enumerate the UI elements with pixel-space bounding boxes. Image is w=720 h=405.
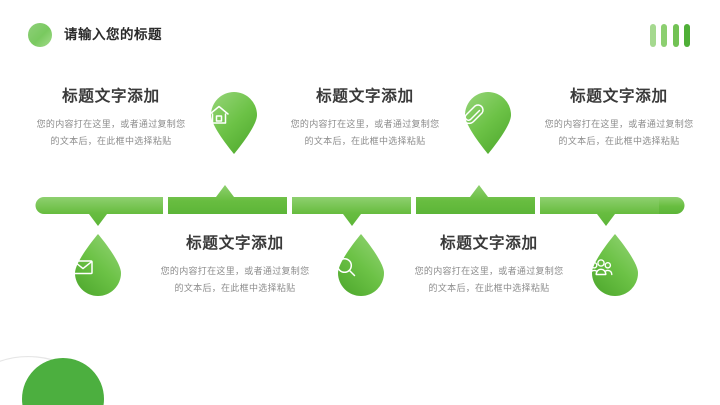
block-title: 标题文字添加 [186, 235, 284, 252]
content-block-3: 标题文字添加 您的内容打在这里，或者通过复制您的文本后，在此框中选择粘贴 [276, 86, 454, 150]
pin-marker-envelope[interactable] [71, 233, 125, 299]
block-title: 标题文字添加 [570, 88, 668, 105]
timeline-bar [35, 185, 685, 226]
home-icon [207, 103, 261, 127]
timeline-segment-5 [540, 197, 659, 226]
block-body: 您的内容打在这里，或者通过复制您的文本后，在此框中选择粘贴 [36, 119, 186, 146]
content-block-2: 标题文字添加 您的内容打在这里，或者通过复制您的文本后，在此框中选择粘贴 [146, 233, 324, 297]
content-block-1: 标题文字添加 您的内容打在这里，或者通过复制您的文本后，在此框中选择粘贴 [22, 86, 200, 150]
pin-marker-home[interactable] [207, 89, 261, 155]
block-body: 您的内容打在这里，或者通过复制您的文本后，在此框中选择粘贴 [544, 119, 694, 146]
block-title: 标题文字添加 [440, 235, 538, 252]
header-bullet-icon [28, 23, 52, 47]
pin-marker-magnifier[interactable] [334, 233, 388, 299]
pin-marker-paperclip[interactable] [461, 89, 515, 155]
decorative-bar-2 [661, 24, 668, 47]
timeline-segment-3 [292, 197, 411, 226]
content-block-4: 标题文字添加 您的内容打在这里，或者通过复制您的文本后，在此框中选择粘贴 [400, 233, 578, 297]
timeline-segment-4 [416, 185, 535, 214]
page-title: 请输入您的标题 [64, 27, 162, 42]
block-body: 您的内容打在这里，或者通过复制您的文本后，在此框中选择粘贴 [414, 266, 564, 293]
decorative-bar-3 [672, 24, 679, 47]
decorative-bar-1 [650, 24, 656, 47]
decorative-bar-4 [683, 24, 690, 47]
paperclip-icon [461, 103, 515, 127]
block-title: 标题文字添加 [62, 88, 160, 105]
timeline-segment-1 [35, 197, 163, 226]
magnifier-icon [334, 255, 388, 279]
envelope-icon [71, 255, 125, 279]
timeline-segment-2 [168, 185, 287, 214]
people-group-icon [588, 255, 642, 281]
content-block-5: 标题文字添加 您的内容打在这里，或者通过复制您的文本后，在此框中选择粘贴 [530, 86, 708, 150]
timeline-segment-6 [659, 197, 685, 214]
block-title: 标题文字添加 [316, 88, 414, 105]
decorative-bars [650, 24, 690, 47]
block-body: 您的内容打在这里，或者通过复制您的文本后，在此框中选择粘贴 [160, 266, 310, 293]
block-body: 您的内容打在这里，或者通过复制您的文本后，在此框中选择粘贴 [290, 119, 440, 146]
pin-marker-people[interactable] [588, 233, 642, 299]
decorative-circle [22, 358, 104, 405]
